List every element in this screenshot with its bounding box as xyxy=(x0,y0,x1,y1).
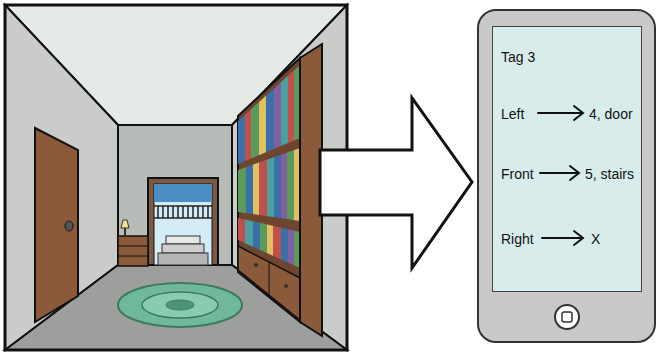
stairs xyxy=(158,236,208,265)
drawer-knob xyxy=(254,263,258,267)
tablet-body xyxy=(478,10,655,342)
nightstand-drawer xyxy=(118,256,148,257)
home-button-icon xyxy=(562,312,572,322)
sky-band xyxy=(154,184,212,202)
direction-text: Left xyxy=(501,106,524,123)
direction-text: 4, door xyxy=(589,106,633,123)
doorway-view xyxy=(154,184,212,265)
tag-heading: Tag 3 xyxy=(501,49,535,66)
rug-ring xyxy=(142,292,218,318)
drawer-knob xyxy=(284,284,288,288)
home-button xyxy=(555,305,579,329)
door-knob xyxy=(65,221,73,231)
direction-text: Right xyxy=(501,231,534,248)
direction-text: Front xyxy=(501,166,534,183)
side-door xyxy=(35,128,78,322)
bookshelf-drawers xyxy=(238,246,300,320)
nightstand xyxy=(118,236,148,266)
nightstand-drawer xyxy=(118,246,148,247)
direction-text: 5, stairs xyxy=(585,166,634,183)
tablet-screen: Tag 3 Left 4, doorFront 5, stairsRight X xyxy=(492,26,642,292)
direction-text: X xyxy=(591,231,600,248)
big-arrow xyxy=(320,98,472,268)
illustration-frame xyxy=(5,5,347,350)
rug xyxy=(118,283,242,327)
doorway-frame xyxy=(148,178,218,265)
back-wall xyxy=(118,125,232,265)
lamp-shade xyxy=(121,220,129,228)
railing xyxy=(154,206,212,218)
lamp-stand xyxy=(124,228,126,236)
rug-center xyxy=(166,300,194,310)
drawer-divider xyxy=(269,262,270,296)
